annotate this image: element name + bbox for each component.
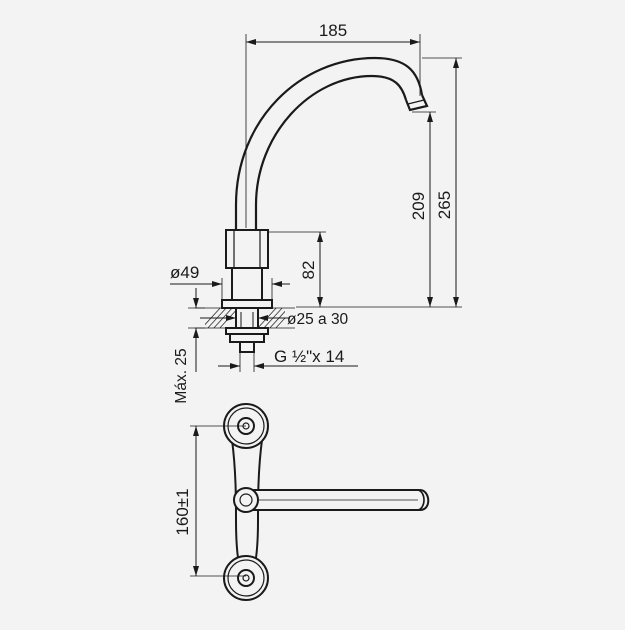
dimension-diameter-49: ø49 xyxy=(170,263,290,300)
dimension-265: 265 xyxy=(296,57,462,308)
faucet-body xyxy=(221,229,273,309)
base-diameter-label: ø49 xyxy=(170,263,199,282)
dimension-max-25: Máx. 25 xyxy=(173,288,205,404)
dimension-82: 82 xyxy=(268,231,326,307)
hole-diameter-label: ø25 a 30 xyxy=(287,311,349,328)
width-label: 185 xyxy=(319,21,347,40)
height-total-label: 265 xyxy=(435,191,454,219)
base-height-label: 82 xyxy=(299,261,318,280)
handle-spacing-label: 160±1 xyxy=(173,488,192,535)
spout xyxy=(234,56,429,230)
dimension-209: 209 xyxy=(409,111,436,307)
height-spout-label: 209 xyxy=(409,192,428,220)
mounting-shank xyxy=(225,307,269,353)
spout-plan xyxy=(233,487,430,513)
dimension-thread: G ½"x 14 xyxy=(218,347,358,372)
thread-label: G ½"x 14 xyxy=(274,347,344,366)
dimension-185: 185 xyxy=(245,21,421,228)
dimension-160: 160±1 xyxy=(173,425,246,577)
plan-view xyxy=(223,403,430,601)
max-thickness-label: Máx. 25 xyxy=(173,348,190,403)
handle-bottom xyxy=(223,555,269,601)
dimension-hole-diameter: ø25 a 30 xyxy=(200,311,349,328)
